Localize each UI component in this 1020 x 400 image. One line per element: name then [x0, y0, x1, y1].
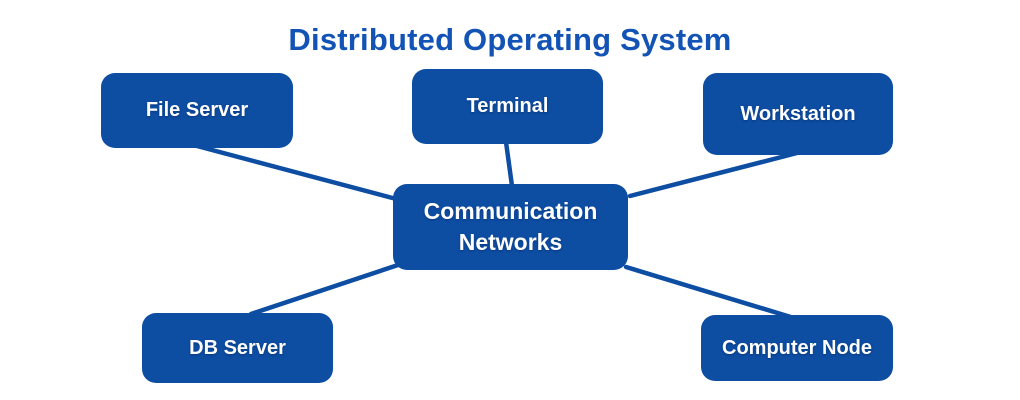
node-workstation-label: Workstation	[740, 102, 856, 125]
node-file-server-label: File Server	[145, 99, 249, 121]
node-terminal-label: Terminal	[466, 95, 549, 117]
node-communication-networks: Communication Networks	[393, 184, 628, 270]
node-computer-node-label: Computer Node	[722, 336, 872, 359]
node-computer-node: Computer Node	[701, 315, 893, 381]
node-db-server-label: DB Server	[189, 336, 286, 359]
node-file-server: File Server	[101, 73, 293, 148]
edge-fileserver-center	[194, 143, 403, 203]
edge-computernode-center	[623, 264, 797, 321]
edge-dbserver-center	[248, 262, 401, 317]
node-terminal: Terminal	[412, 69, 603, 144]
node-communication-networks-label: Communication Networks	[423, 197, 598, 255]
edge-terminal-center	[503, 139, 515, 189]
node-workstation: Workstation	[703, 73, 893, 155]
diagram-title: Distributed Operating System	[288, 22, 732, 57]
node-db-server: DB Server	[142, 313, 333, 383]
edge-workstation-center	[627, 150, 800, 199]
